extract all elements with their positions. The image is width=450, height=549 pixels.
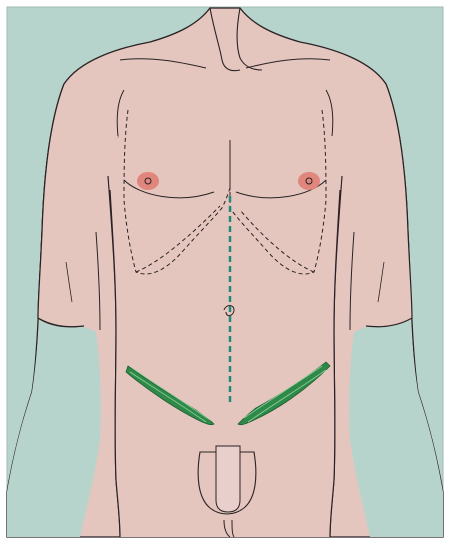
right-nipple [298,172,320,190]
penis [216,446,240,512]
left-nipple [137,172,159,190]
